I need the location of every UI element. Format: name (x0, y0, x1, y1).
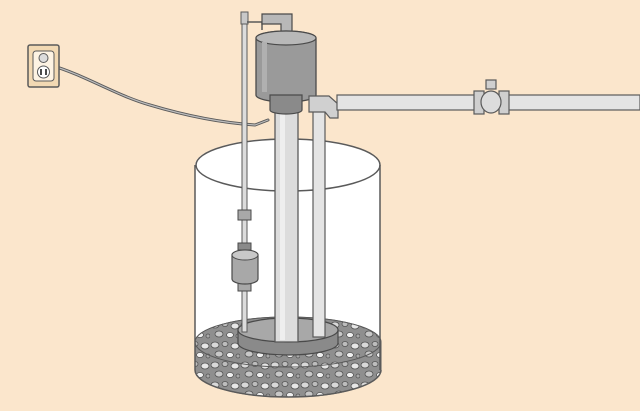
pump-motor (255, 13, 317, 115)
check-valve (473, 79, 510, 115)
wall-outlet (27, 44, 60, 88)
float-switch-rod (237, 11, 263, 333)
pump-column (274, 109, 299, 343)
power-cord (48, 63, 270, 127)
sump-pit-walls (194, 165, 382, 398)
discharge-pipe (308, 94, 640, 338)
float-switch (231, 242, 259, 285)
